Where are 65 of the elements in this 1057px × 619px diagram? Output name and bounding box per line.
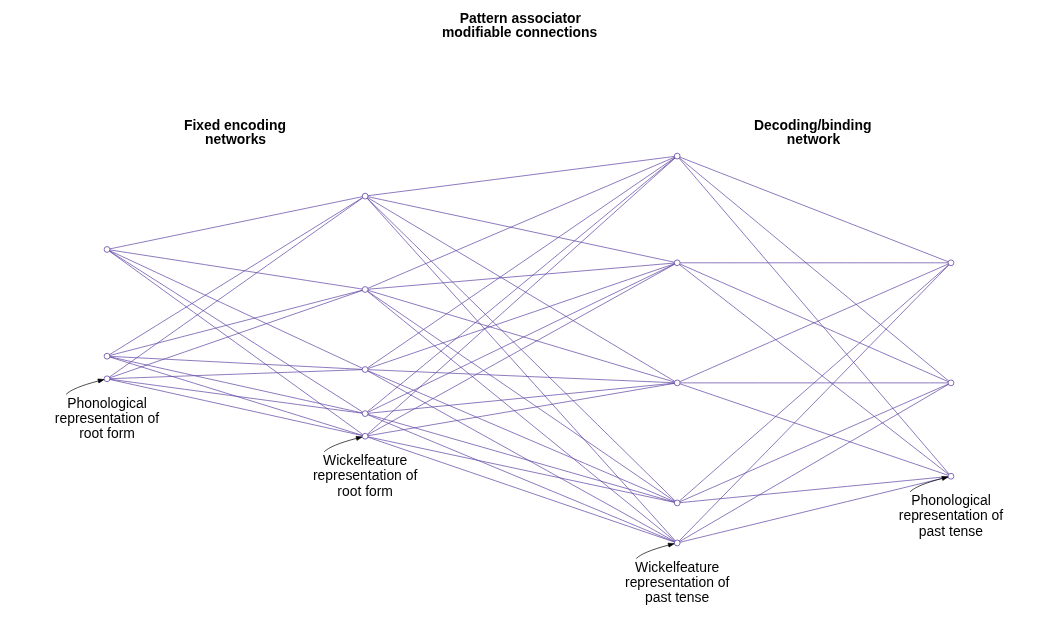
connector — [367, 263, 675, 369]
connector — [367, 290, 675, 383]
node-text: Phonological representation of past tense — [898, 492, 1003, 539]
label: Decoding/binding network — [753, 117, 871, 148]
connector — [366, 197, 675, 382]
connector — [367, 156, 675, 197]
connector — [109, 356, 363, 436]
connector — [367, 414, 675, 503]
connector — [109, 369, 362, 380]
arrow — [635, 542, 674, 559]
connector — [109, 249, 363, 290]
node-circle — [103, 246, 110, 253]
connector — [367, 436, 675, 543]
node-text: Wickelfeature representation of past tense — [624, 559, 729, 606]
connector — [367, 196, 675, 263]
node-circle — [361, 286, 368, 293]
node-text: Wickelfeature representation of root form — [312, 452, 417, 499]
node-circle — [361, 432, 368, 440]
connector — [367, 383, 675, 437]
connector — [367, 370, 675, 503]
arrow — [323, 436, 362, 453]
connector — [109, 290, 363, 379]
node-circle — [673, 499, 680, 507]
connector — [679, 382, 948, 384]
label: Fixed encoding networks — [183, 117, 286, 148]
connector — [678, 157, 949, 382]
connector — [366, 290, 675, 502]
connector — [109, 289, 363, 356]
arrow — [65, 378, 104, 395]
node-circle — [947, 259, 954, 267]
node-circle — [947, 379, 954, 387]
connector — [109, 356, 363, 414]
node-circle — [673, 379, 680, 387]
connector — [366, 291, 675, 542]
connector — [679, 383, 948, 476]
node-circle — [673, 539, 680, 547]
node-text: Phonological representation of root form — [54, 394, 159, 442]
connector — [367, 414, 675, 543]
connector — [109, 379, 363, 436]
connector — [679, 383, 949, 503]
connector — [367, 436, 675, 503]
connector — [366, 157, 675, 369]
connector — [679, 476, 948, 503]
connector — [367, 262, 675, 290]
connector — [367, 370, 675, 542]
connector — [679, 263, 949, 383]
connector — [679, 476, 948, 543]
arrow — [909, 476, 948, 493]
connector — [109, 196, 363, 250]
node-circle — [361, 410, 368, 417]
connector — [679, 262, 948, 264]
node-circle — [947, 473, 954, 480]
label: Pattern associator modifiable connections — [441, 10, 597, 41]
node-circle — [103, 375, 110, 383]
connector — [367, 156, 675, 289]
connector — [367, 369, 675, 384]
node-circle — [361, 366, 368, 373]
node-circle — [103, 352, 110, 360]
connector — [108, 250, 363, 369]
connector — [679, 156, 949, 263]
connector — [678, 384, 949, 542]
node-circle — [673, 152, 680, 160]
connector — [678, 157, 949, 475]
node-circle — [673, 259, 680, 267]
node-circle — [361, 192, 368, 200]
